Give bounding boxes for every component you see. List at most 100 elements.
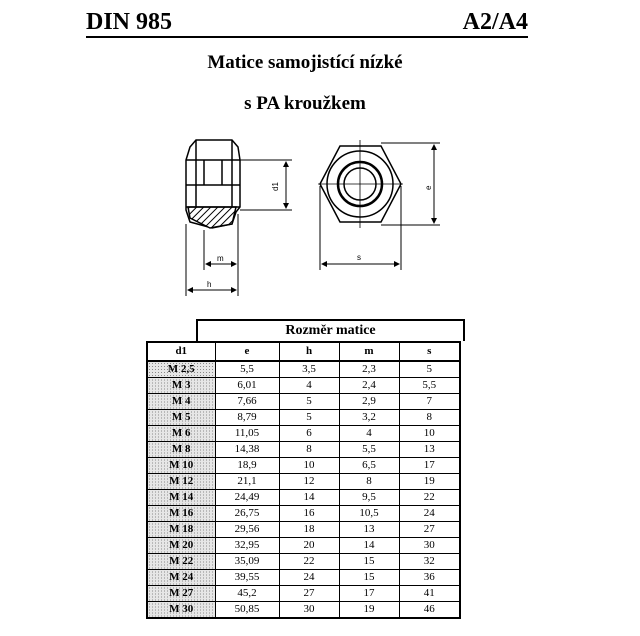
cell-e: 6,01 [214, 377, 280, 394]
label-h: h [207, 280, 211, 289]
cell-s: 32 [398, 553, 461, 570]
cell-e: 50,85 [214, 601, 280, 619]
cell-s: 8 [398, 409, 461, 426]
cell-s: 27 [398, 521, 461, 538]
label-e: e [424, 185, 433, 190]
cell-m: 2,9 [338, 393, 400, 410]
cell-d1: M 10 [146, 457, 216, 474]
cell-e: 7,66 [214, 393, 280, 410]
cell-h: 12 [278, 473, 340, 490]
cell-e: 29,56 [214, 521, 280, 538]
cell-d1: M 14 [146, 489, 216, 506]
e-dimension [381, 142, 440, 226]
cell-m: 2,4 [338, 377, 400, 394]
cell-e: 14,38 [214, 441, 280, 458]
cell-h: 30 [278, 601, 340, 619]
cell-d1: M 22 [146, 553, 216, 570]
nut-side-view [185, 139, 241, 229]
cell-d1: M 5 [146, 409, 216, 426]
cell-m: 15 [338, 553, 400, 570]
cell-s: 7 [398, 393, 461, 410]
nut-top-view [318, 140, 403, 228]
technical-drawing: d1 m h e s [185, 139, 440, 296]
cell-m: 9,5 [338, 489, 400, 506]
cell-d1: M 4 [146, 393, 216, 410]
column-header-h: h [278, 341, 340, 362]
cell-d1: M 6 [146, 425, 216, 442]
cell-d1: M 24 [146, 569, 216, 586]
header-rule [86, 36, 528, 38]
cell-s: 10 [398, 425, 461, 442]
cell-h: 3,5 [278, 360, 340, 378]
cell-s: 41 [398, 585, 461, 602]
cell-e: 18,9 [214, 457, 280, 474]
cell-h: 24 [278, 569, 340, 586]
cell-m: 10,5 [338, 505, 400, 522]
cell-e: 24,49 [214, 489, 280, 506]
cell-h: 6 [278, 425, 340, 442]
cell-e: 45,2 [214, 585, 280, 602]
table-header-row: d1 e h m s [146, 341, 461, 362]
cell-m: 19 [338, 601, 400, 619]
cell-s: 36 [398, 569, 461, 586]
column-header-d1: d1 [146, 341, 216, 362]
s-dimension [319, 186, 402, 270]
material-grade: A2/A4 [462, 9, 528, 35]
cell-m: 17 [338, 585, 400, 602]
column-header-m: m [338, 341, 400, 362]
m-dimension [185, 214, 239, 296]
cell-e: 21,1 [214, 473, 280, 490]
cell-s: 13 [398, 441, 461, 458]
cell-m: 8 [338, 473, 400, 490]
cell-m: 2,3 [338, 360, 400, 378]
cell-d1: M 8 [146, 441, 216, 458]
cell-h: 22 [278, 553, 340, 570]
label-d1: d1 [271, 182, 280, 191]
cell-h: 10 [278, 457, 340, 474]
cell-m: 15 [338, 569, 400, 586]
cell-h: 16 [278, 505, 340, 522]
cell-d1: M 18 [146, 521, 216, 538]
cell-h: 4 [278, 377, 340, 394]
cell-h: 27 [278, 585, 340, 602]
cell-d1: M 3 [146, 377, 216, 394]
cell-m: 13 [338, 521, 400, 538]
cell-d1: M 2,5 [146, 360, 216, 378]
cell-s: 19 [398, 473, 461, 490]
cell-d1: M 27 [146, 585, 216, 602]
cell-d1: M 16 [146, 505, 216, 522]
cell-s: 17 [398, 457, 461, 474]
cell-h: 18 [278, 521, 340, 538]
cell-s: 46 [398, 601, 461, 619]
cell-m: 6,5 [338, 457, 400, 474]
cell-h: 5 [278, 393, 340, 410]
cell-h: 5 [278, 409, 340, 426]
cell-s: 30 [398, 537, 461, 554]
label-m: m [217, 254, 224, 263]
cell-d1: M 12 [146, 473, 216, 490]
cell-e: 32,95 [214, 537, 280, 554]
cell-h: 8 [278, 441, 340, 458]
label-s: s [357, 253, 361, 262]
page-subtitle: s PA kroužkem [244, 93, 366, 114]
cell-s: 5 [398, 360, 461, 378]
cell-e: 5,5 [214, 360, 280, 378]
cell-s: 22 [398, 489, 461, 506]
standard-code: DIN 985 [86, 9, 173, 35]
column-header-e: e [214, 341, 280, 362]
cell-h: 14 [278, 489, 340, 506]
cell-d1: M 20 [146, 537, 216, 554]
